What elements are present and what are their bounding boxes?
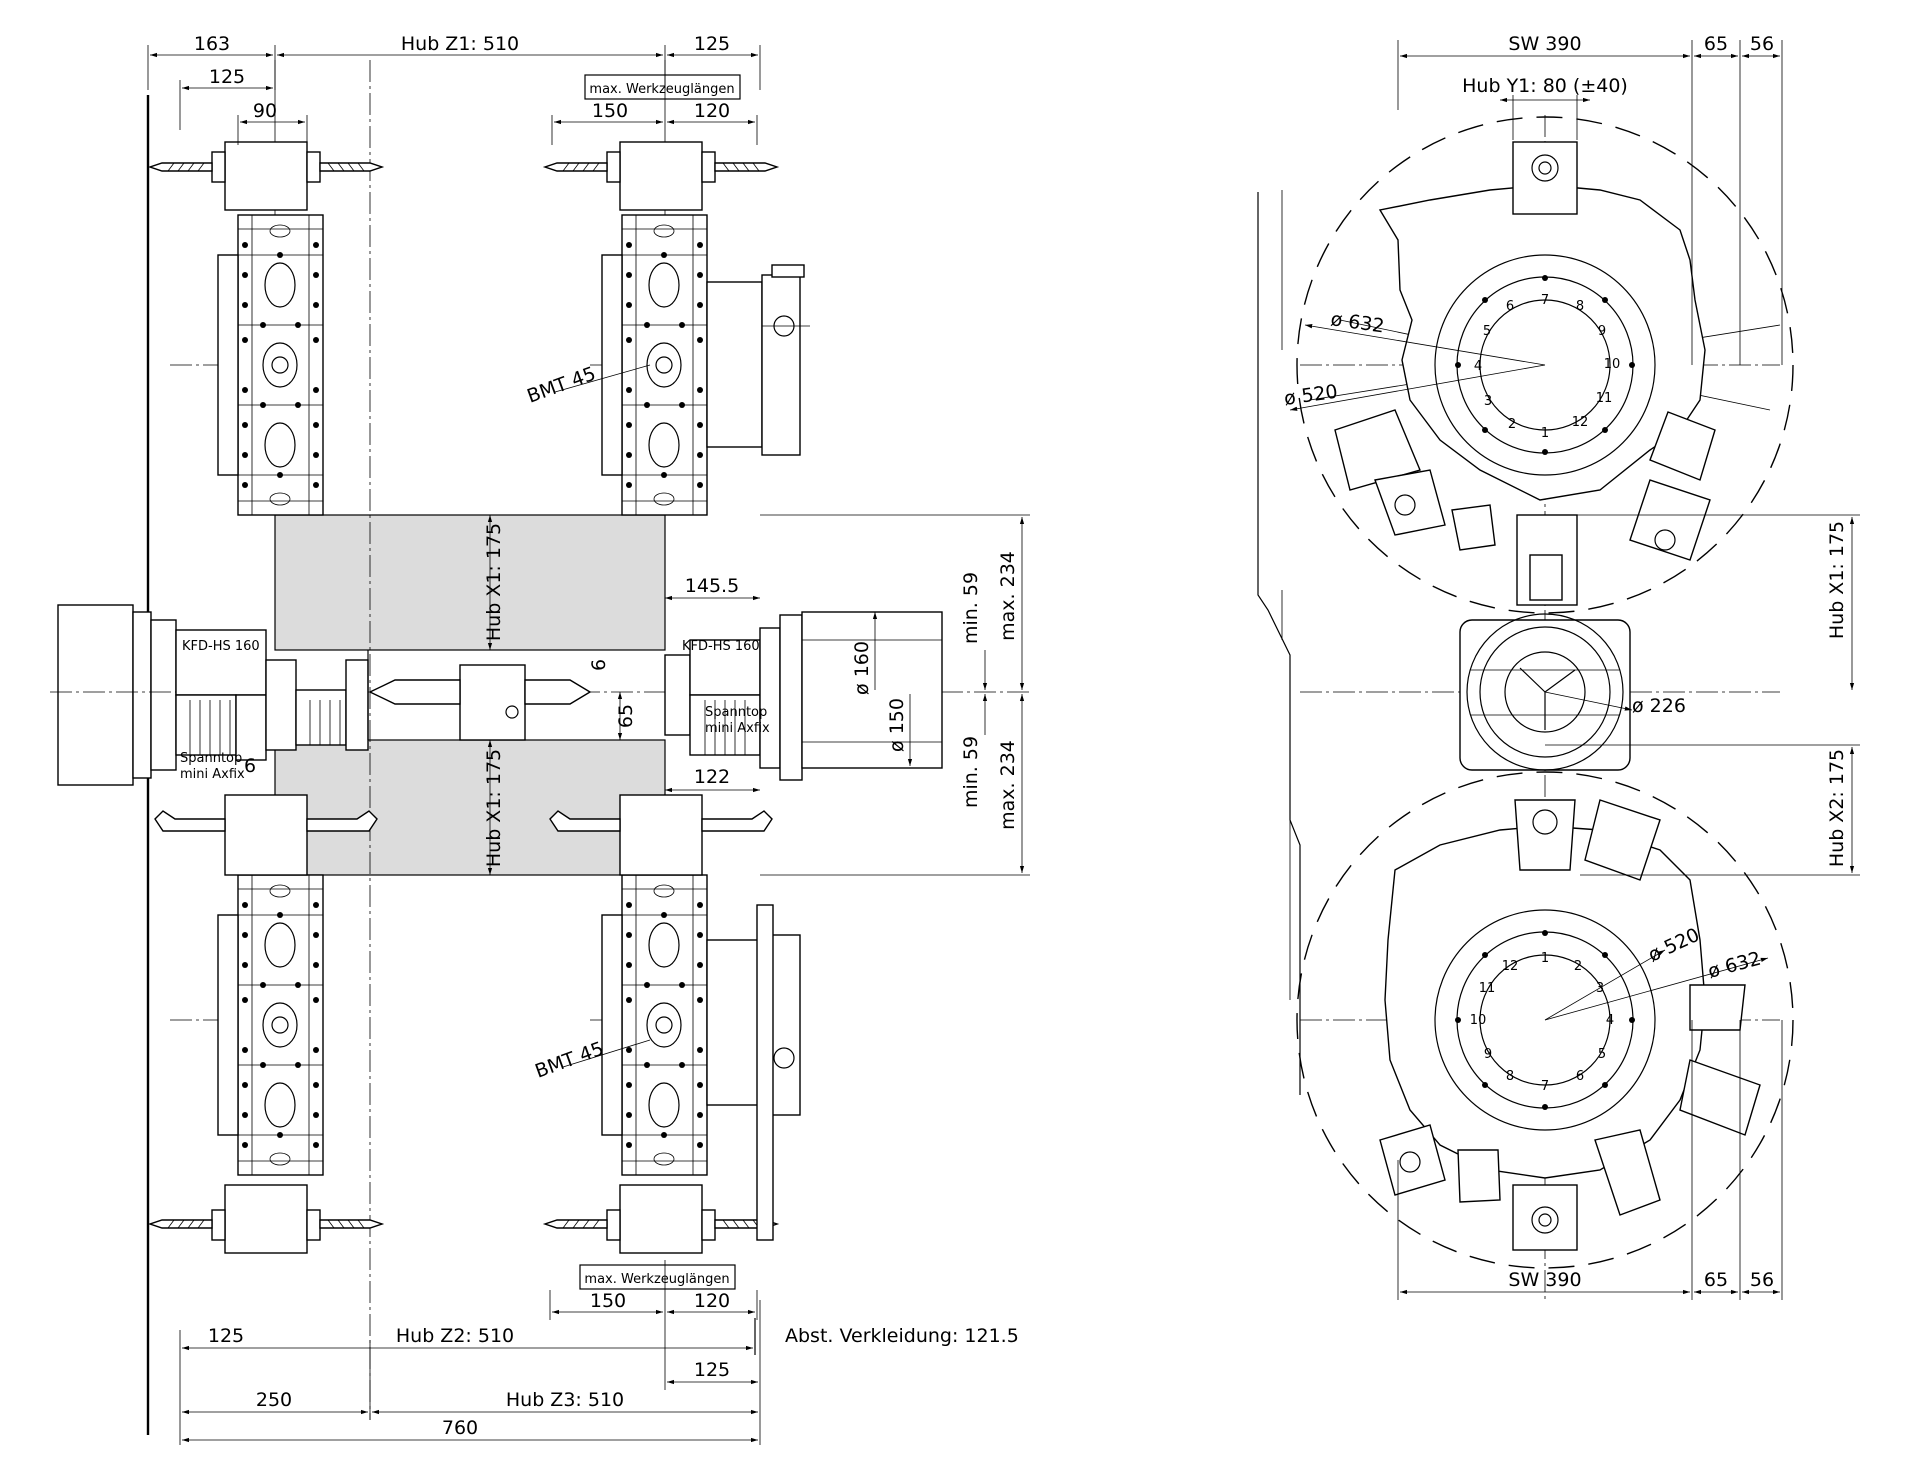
lower-pos-3: 3	[1596, 981, 1604, 996]
upper-pos-3: 3	[1484, 394, 1492, 409]
lower-pos-9: 9	[1484, 1047, 1492, 1062]
dim-65-top: 65	[1704, 33, 1728, 55]
lower-pos-4: 4	[1606, 1013, 1614, 1028]
upper-pos-7: 7	[1541, 293, 1549, 308]
lower-pos-8: 8	[1506, 1069, 1514, 1084]
lower-turret-numbers: 1 2 3 4 5 6 7 8 9 10 11 12	[1470, 951, 1614, 1094]
kfd-hs-left: KFD-HS 160	[182, 639, 260, 654]
lower-pos-10: 10	[1470, 1013, 1487, 1028]
spanntop-right-line2: mini Axfix	[705, 721, 770, 736]
dim-90: 90	[253, 100, 277, 122]
left-view: 163 Hub Z1: 510 125 125 90 max. Werkzeug…	[50, 33, 1030, 1445]
max-234-top: max. 234	[997, 551, 1019, 641]
kfd-hs-right: KFD-HS 160	[682, 639, 760, 654]
hub-x2-right-label: Hub X2: 175	[1826, 749, 1848, 867]
upper-pos-9: 9	[1598, 324, 1606, 339]
upper-turret	[1296, 116, 1794, 614]
phi632-lower: ø 632	[1706, 948, 1764, 983]
dim-65: 65	[615, 704, 637, 728]
spanntop-left-line2: mini Axfix	[180, 767, 245, 782]
dim-122: 122	[694, 766, 730, 788]
central-chuck	[1459, 613, 1631, 771]
upper-pos-5: 5	[1483, 324, 1491, 339]
stroke-zone-lower	[274, 739, 666, 876]
turret-column-top-right	[621, 214, 708, 516]
dim-120-top: 120	[694, 100, 730, 122]
upper-pos-6: 6	[1506, 299, 1514, 314]
dim-163: 163	[194, 33, 230, 55]
dim-hub-z1: Hub Z1: 510	[401, 33, 519, 55]
min-59-bottom: min. 59	[960, 736, 982, 808]
phi-160: ø 160	[851, 641, 873, 695]
dim-hub-z2: Hub Z2: 510	[396, 1325, 514, 1347]
hub-y1-label: Hub Y1: 80 (±40)	[1462, 75, 1628, 97]
lower-pos-5: 5	[1598, 1047, 1606, 1062]
phi226: ø 226	[1632, 695, 1686, 717]
dim-250: 250	[256, 1389, 292, 1411]
dim-6-left: 6	[244, 755, 256, 777]
upper-pos-11: 11	[1596, 391, 1613, 406]
dim-56-bottom: 56	[1750, 1269, 1774, 1291]
dim-150-bottom: 150	[590, 1290, 626, 1312]
dim-150-top: 150	[592, 100, 628, 122]
hub-x1-upper-label: Hub X1: 175	[483, 523, 505, 641]
max-234-bottom: max. 234	[997, 740, 1019, 830]
upper-pos-1: 1	[1541, 426, 1549, 441]
dim-125-top-right: 125	[694, 33, 730, 55]
lower-pos-1: 1	[1541, 951, 1549, 966]
turret-column-bottom-left	[237, 874, 324, 1176]
dim-hub-z3: Hub Z3: 510	[506, 1389, 624, 1411]
lower-pos-12: 12	[1502, 959, 1519, 974]
dim-145-5: 145.5	[685, 575, 739, 597]
hub-x1-lower-label: Hub X1: 175	[483, 749, 505, 867]
min-59-top: min. 59	[960, 572, 982, 644]
lower-pos-6: 6	[1576, 1069, 1584, 1084]
phi520-upper: ø 520	[1283, 381, 1339, 410]
phi-150: ø 150	[886, 698, 908, 752]
stroke-zone-upper	[274, 514, 666, 651]
phi632-upper: ø 632	[1329, 308, 1385, 337]
max-tool-length-bottom: max. Werkzeuglängen	[584, 1272, 729, 1287]
turret-column-bottom-right	[621, 874, 708, 1176]
bmt45-bottom-label: BMT 45	[532, 1038, 606, 1083]
sw390-top: SW 390	[1508, 33, 1581, 55]
dim-125-bottom-left: 125	[208, 1325, 244, 1347]
spanntop-right-line1: Spanntop	[705, 705, 767, 720]
lower-pos-2: 2	[1574, 959, 1582, 974]
dim-65-bottom: 65	[1704, 1269, 1728, 1291]
max-tool-length-top: max. Werkzeuglängen	[589, 82, 734, 97]
upper-turret-numbers: 7 8 9 10 11 12 1 2 3 4 5 6	[1474, 293, 1620, 441]
dim-abst-verkleidung: Abst. Verkleidung: 121.5	[785, 1325, 1019, 1347]
bmt45-top-label: BMT 45	[524, 363, 598, 408]
right-view: 7 8 9 10 11 12 1 2 3 4 5 6	[1257, 33, 1860, 1300]
upper-pos-4: 4	[1474, 359, 1482, 374]
dim-760: 760	[442, 1417, 478, 1439]
turret-column-top-left	[237, 214, 324, 516]
upper-pos-10: 10	[1604, 357, 1621, 372]
dim-120-bottom: 120	[694, 1290, 730, 1312]
dim-56-top: 56	[1750, 33, 1774, 55]
hub-x1-right-label: Hub X1: 175	[1826, 521, 1848, 639]
lower-pos-11: 11	[1479, 981, 1496, 996]
upper-pos-2: 2	[1508, 417, 1516, 432]
spanntop-left-line1: Spanntop	[180, 751, 242, 766]
dim-125-bottom-right: 125	[694, 1359, 730, 1381]
lower-pos-7: 7	[1541, 1079, 1549, 1094]
sw390-bottom: SW 390	[1508, 1269, 1581, 1291]
dim-125-top-left: 125	[209, 66, 245, 88]
upper-pos-8: 8	[1576, 299, 1584, 314]
lower-turret	[1296, 771, 1794, 1269]
dim-6-center: 6	[588, 659, 610, 671]
upper-pos-12: 12	[1572, 415, 1589, 430]
